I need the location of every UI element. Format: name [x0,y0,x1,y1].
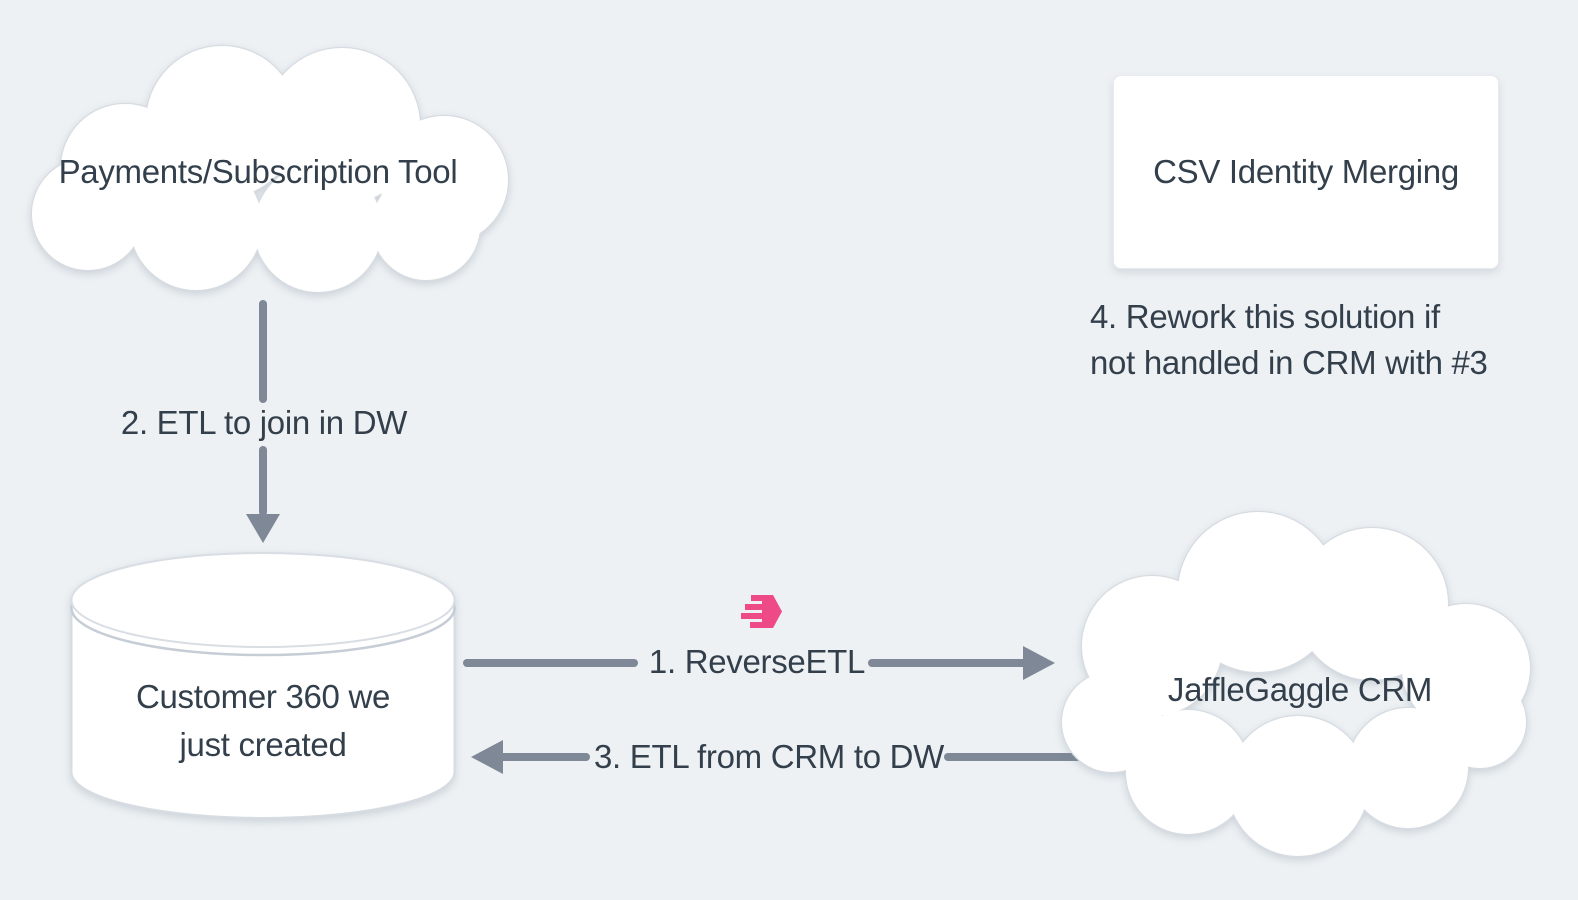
arrow-left-icon [471,740,503,774]
payments-cloud-label: Payments/Subscription Tool [58,153,458,190]
rework-note: 4. Rework this solution if not handled i… [1090,294,1488,386]
rework-note-line2: not handled in CRM with #3 [1090,344,1488,381]
rework-note-line1: 4. Rework this solution if [1090,298,1440,335]
customer360-cylinder-label: Customer 360 we just created [136,673,390,769]
customer360-label-line1: Customer 360 we [135,678,391,715]
edge-step1-arrow [463,646,1055,680]
customer360-cylinder-shape [70,552,456,819]
edge-step3-label: 3. ETL from CRM to DW [593,738,945,775]
reverse-etl-logo-icon [741,595,782,628]
csv-identity-card: CSV Identity Merging [1113,75,1499,269]
customer360-label-line2: just created [179,726,347,763]
edge-step2-arrow [246,300,280,543]
arrow-right-icon [1023,646,1055,680]
crm-cloud-label: JaffleGaggle CRM [1167,671,1433,708]
edge-step1-label: 1. ReverseETL [648,643,866,680]
csv-identity-card-label: CSV Identity Merging [1153,153,1459,190]
edge-step2-label: 2. ETL to join in DW [120,404,408,441]
edge-step3-arrow [471,740,1081,774]
arrow-down-icon [246,514,280,543]
